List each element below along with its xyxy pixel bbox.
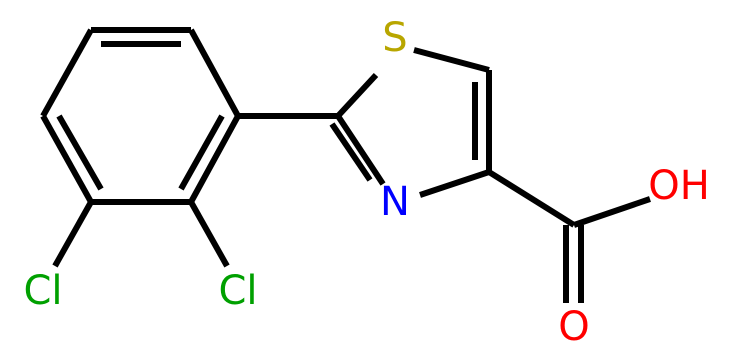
bond-chlorine-right [188,200,230,268]
hydroxyl-label: OH [648,163,710,209]
bond-thiazole-c4-n [419,169,490,198]
atom-labels: S N OH O Cl Cl [23,15,709,350]
bond-chlorine-left [52,200,94,268]
bonds [40,27,651,303]
bond-ring-e [40,114,94,204]
bond-carboxyl-c [487,169,576,228]
carbonyl-oxygen-label: O [558,304,589,350]
chlorine-left-label: Cl [23,268,62,314]
sulfur-label: S [382,15,407,61]
bond-thiazole-s-c5 [413,47,490,73]
bond-thiazole-c2-s [335,72,379,119]
bond-ring-c [188,114,241,204]
bond-ring-f [40,28,94,118]
bond-carboxyl-oh [573,196,651,228]
bond-thiazole-n-c2 [335,114,386,186]
bond-thiazole-n-c2-inner [329,122,373,182]
bond-ring-c-inner [178,114,225,191]
bond-ring-e-inner [56,114,104,191]
nitrogen-label: N [380,179,410,225]
chlorine-right-label: Cl [218,268,257,314]
bond-ring-b [188,28,241,118]
